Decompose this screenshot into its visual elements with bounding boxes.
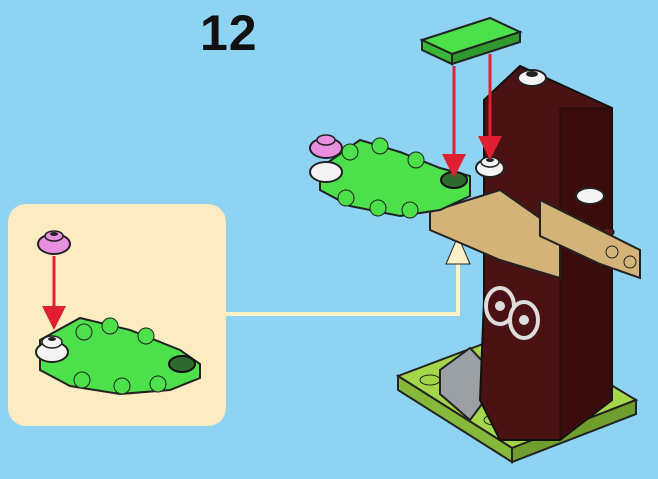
callout-connector [226,236,470,314]
green-tile-piece [422,18,520,64]
callout-pink-stud [38,231,70,254]
